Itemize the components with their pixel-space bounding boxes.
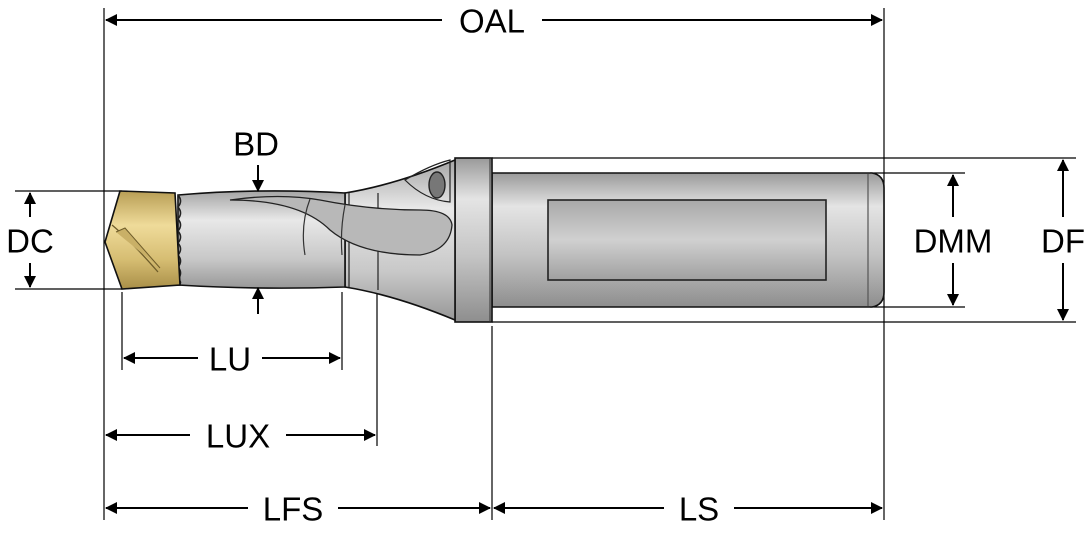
label-dc: DC xyxy=(6,223,54,260)
label-df: DF xyxy=(1041,223,1085,260)
label-bd: BD xyxy=(233,126,279,163)
label-lux: LUX xyxy=(206,418,270,455)
label-lu: LU xyxy=(209,341,251,378)
label-oal: OAL xyxy=(459,3,525,40)
label-ls: LS xyxy=(679,491,719,528)
label-lfs: LFS xyxy=(263,491,324,528)
drill-illustration xyxy=(104,157,885,323)
extension-lines xyxy=(15,8,1076,520)
label-dmm: DMM xyxy=(914,223,993,260)
